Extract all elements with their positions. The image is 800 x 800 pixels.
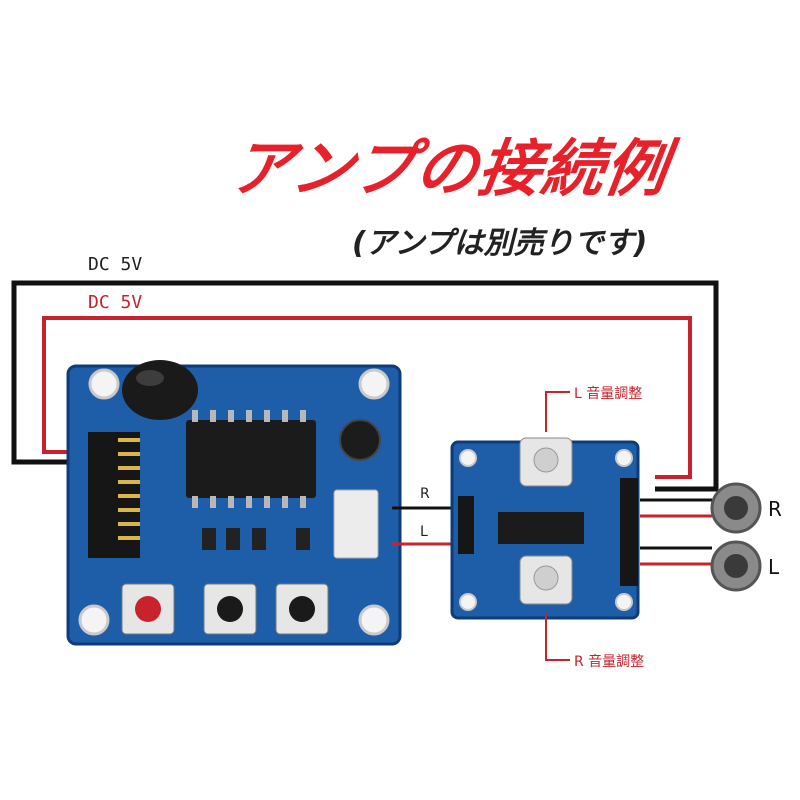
speaker-left-label: L: [768, 555, 780, 579]
diagram-subtitle: (アンプは別売りです): [352, 226, 648, 261]
amplifier-module: [450, 437, 640, 620]
audio-l-label: L: [420, 524, 428, 540]
black-dc-label: DC 5V: [88, 254, 142, 275]
capacitor: [339, 419, 381, 461]
l-volume-label: L 音量調整: [574, 385, 642, 402]
audio-r-label: R: [420, 486, 430, 502]
red-dc-label: DC 5V: [88, 292, 142, 313]
right-output-header: [620, 478, 638, 586]
ic-chip: [186, 420, 316, 498]
left-input-header: [458, 496, 474, 554]
recorder-module: [66, 360, 402, 646]
speaker-right: [710, 482, 762, 534]
amp-ic-chip: [498, 512, 584, 544]
red-dc-wire: [42, 316, 692, 479]
l-volume-pointer: [545, 391, 570, 432]
speaker-right-label: R: [768, 497, 782, 521]
microphone: [122, 360, 198, 420]
speaker-connector: [333, 489, 379, 559]
r-volume-label: R 音量調整: [574, 653, 644, 670]
speaker-left: [710, 540, 762, 592]
r-volume-pointer: [545, 614, 570, 661]
black-dc-wire: [11, 280, 719, 492]
